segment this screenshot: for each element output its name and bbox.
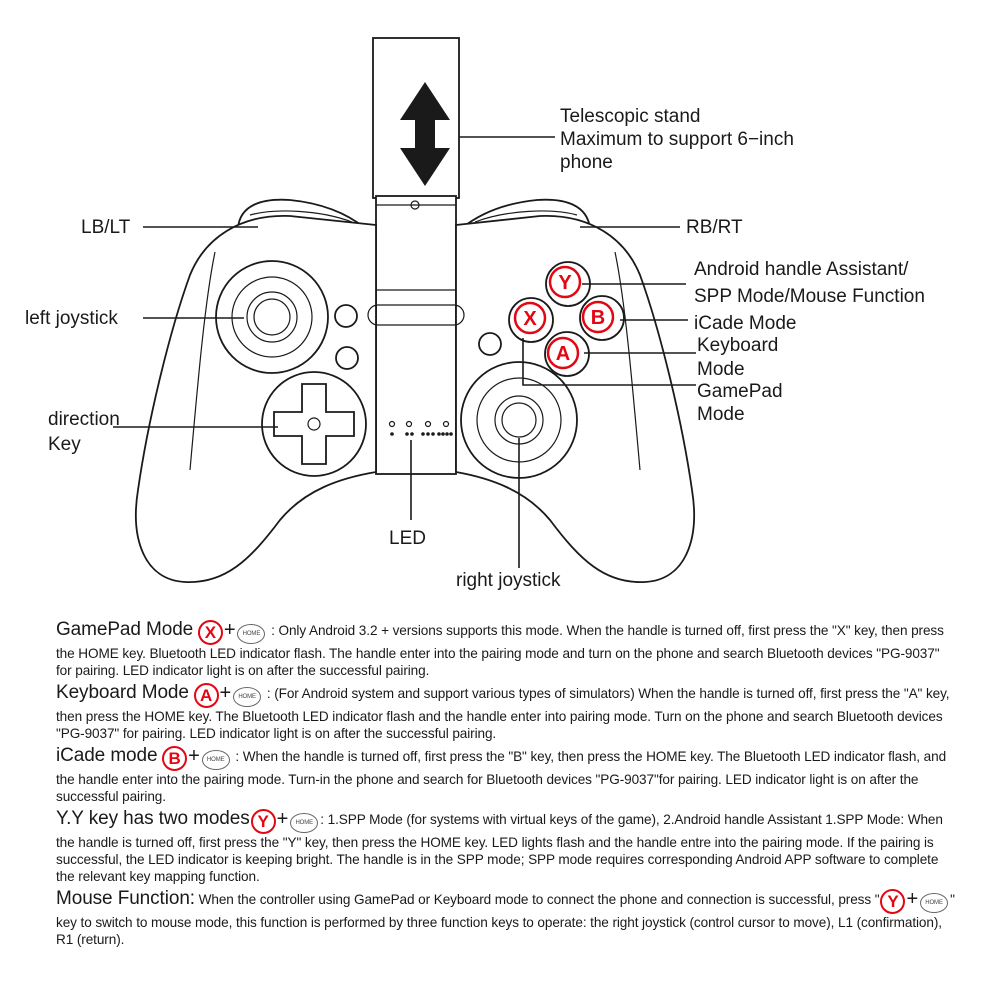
colon: : — [266, 686, 271, 701]
y-key-heading: Y.Y key has two modes — [56, 808, 250, 829]
colon: : — [320, 812, 324, 827]
select-button — [334, 304, 358, 328]
label-gamepad-1: GamePad — [697, 381, 783, 402]
label-led: LED — [389, 528, 426, 549]
mouse-function-text-2: " key to switch to mouse mode, this func… — [56, 892, 955, 947]
b-button: B — [579, 295, 625, 341]
label-telescopic-2: Maximum to support 6−inch — [560, 129, 794, 150]
svg-text:A: A — [556, 343, 570, 365]
label-direction-2: Key — [48, 434, 81, 455]
keyboard-mode-text: (For Android system and support various … — [56, 686, 950, 741]
label-telescopic-3: phone — [560, 152, 613, 173]
label-lb-lt: LB/LT — [81, 217, 131, 238]
direction-key — [261, 371, 367, 477]
home-key-icon: HOME — [233, 687, 262, 707]
label-right-joystick: right joystick — [456, 570, 561, 591]
y-key-icon: Y — [880, 889, 906, 914]
home-key-icon: HOME — [201, 750, 230, 770]
label-android-1: Android handle Assistant/ — [694, 259, 909, 280]
label-left-joystick: left joystick — [25, 308, 118, 329]
plus-icon: + — [276, 808, 289, 830]
keyboard-mode-heading: Keyboard Mode — [56, 682, 189, 703]
home-key-icon: HOME — [920, 893, 949, 913]
label-android-2: SPP Mode/Mouse Function — [694, 286, 925, 307]
y-key-icon: Y — [250, 809, 276, 834]
a-button: A — [544, 331, 590, 377]
telescopic-stand — [372, 37, 460, 475]
led-indicators — [388, 420, 453, 436]
home-key-icon: HOME — [290, 813, 319, 833]
start-button — [478, 332, 502, 356]
mouse-function-text-1: When the controller using GamePad or Key… — [198, 892, 880, 907]
gamepad-mode-text: Only Android 3.2 + versions supports thi… — [56, 623, 944, 678]
label-rb-rt: RB/RT — [686, 217, 743, 238]
home-key-icon: HOME — [237, 624, 266, 644]
plus-icon: + — [906, 888, 919, 910]
label-keyboard-1: Keyboard — [697, 335, 778, 356]
plus-icon: + — [219, 682, 232, 704]
colon: : — [271, 623, 275, 638]
a-key-icon: A — [193, 683, 219, 708]
plus-icon: + — [223, 619, 236, 641]
leader-lines — [113, 136, 696, 568]
svg-text:X: X — [523, 308, 537, 330]
icade-mode-text: When the handle is turned off, first pre… — [56, 749, 947, 804]
mouse-function-paragraph: Mouse Function: When the controller usin… — [56, 889, 956, 948]
x-button: X — [508, 297, 554, 343]
label-direction-1: direction — [48, 409, 120, 430]
label-keyboard-2: Mode — [697, 359, 745, 380]
icade-mode-paragraph: iCade mode B+HOME : When the handle is t… — [56, 746, 956, 805]
icade-mode-heading: iCade mode — [56, 745, 158, 766]
home-button — [335, 346, 359, 370]
label-telescopic-1: Telescopic stand — [560, 106, 700, 127]
plus-icon: + — [188, 745, 200, 767]
mouse-function-heading: Mouse Function: — [56, 888, 195, 909]
y-key-text: 1.SPP Mode (for systems with virtual key… — [56, 812, 943, 884]
label-gamepad-2: Mode — [697, 404, 745, 425]
b-key-icon: B — [162, 746, 188, 771]
extend-arrow-icon — [400, 82, 450, 186]
label-icade: iCade Mode — [694, 313, 796, 334]
x-key-icon: X — [197, 620, 223, 645]
svg-text:Y: Y — [558, 272, 572, 294]
controller-diagram: Y B X A Telescopic stand Maximum to supp… — [25, 37, 925, 591]
gamepad-mode-heading: GamePad Mode — [56, 619, 194, 640]
left-joystick — [215, 260, 329, 374]
instructions: GamePad Mode X+HOME : Only Android 3.2 +… — [56, 620, 956, 952]
gamepad-mode-paragraph: GamePad Mode X+HOME : Only Android 3.2 +… — [56, 620, 956, 679]
keyboard-mode-paragraph: Keyboard Mode A+HOME : (For Android syst… — [56, 683, 956, 742]
svg-text:B: B — [591, 307, 605, 329]
colon: : — [235, 749, 240, 764]
